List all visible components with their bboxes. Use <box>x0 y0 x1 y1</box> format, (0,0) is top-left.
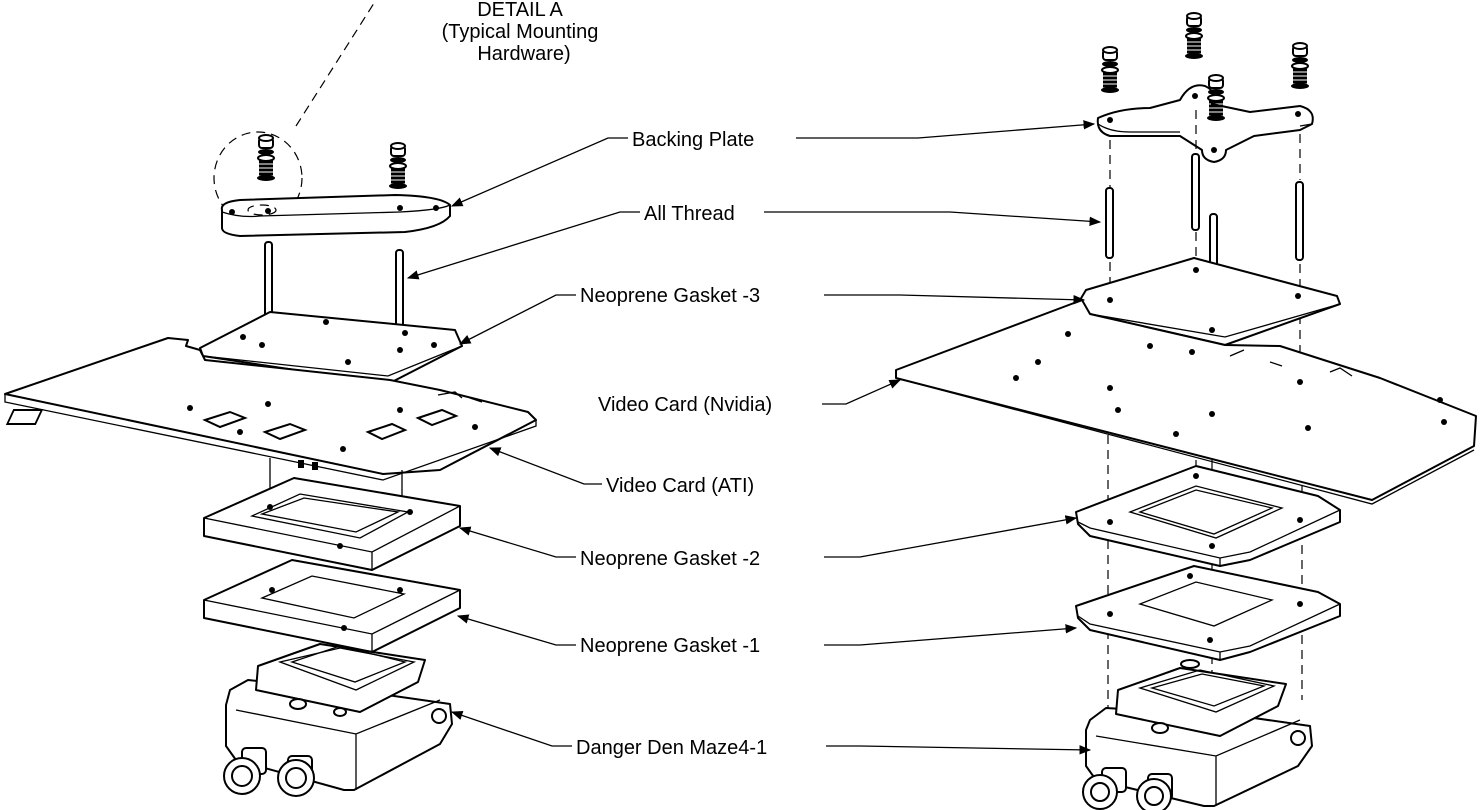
right-danger-den-maze <box>1082 659 1313 810</box>
label-gasket-3: Neoprene Gasket -3 <box>580 285 760 307</box>
right-backing-plate <box>1096 84 1314 163</box>
label-gasket-1: Neoprene Gasket -1 <box>580 635 760 657</box>
detail-a-subtitle-1: (Typical Mounting <box>442 21 599 43</box>
label-gasket-2: Neoprene Gasket -2 <box>580 548 760 570</box>
right-assembly-nvidia <box>895 11 1477 810</box>
right-video-card-nvidia <box>895 299 1477 505</box>
left-backing-plate <box>220 194 451 237</box>
right-screw-2 <box>1183 11 1205 61</box>
label-video-card-ati: Video Card (ATI) <box>606 475 754 497</box>
left-screw-2 <box>387 141 409 191</box>
right-gasket-1 <box>1075 565 1341 661</box>
label-maze: Danger Den Maze4-1 <box>576 737 767 759</box>
label-backing-plate: Backing Plate <box>632 129 754 151</box>
left-gasket-3 <box>199 311 463 385</box>
label-all-thread: All Thread <box>644 203 735 225</box>
left-video-card-ati <box>4 337 537 481</box>
left-assembly-ati <box>4 0 537 797</box>
detail-a-leader <box>295 0 377 127</box>
left-danger-den-maze <box>223 643 453 797</box>
right-screw-4 <box>1205 73 1227 123</box>
detail-a-subtitle-2: Hardware) <box>477 43 570 65</box>
right-screw-3 <box>1289 41 1311 91</box>
right-screw-1 <box>1099 45 1121 95</box>
detail-a-circle <box>213 131 303 225</box>
label-video-card-nvidia: Video Card (Nvidia) <box>598 394 772 416</box>
detail-a-label: DETAIL A (Typical Mounting Hardware) <box>442 0 599 65</box>
left-gasket-1 <box>203 559 461 653</box>
callouts: Backing Plate All Thread Neoprene Gasket… <box>406 120 1102 759</box>
detail-a-title: DETAIL A <box>477 0 563 21</box>
left-screw-1 <box>255 133 277 183</box>
left-gasket-2 <box>203 477 461 571</box>
right-gasket-2 <box>1075 465 1341 567</box>
